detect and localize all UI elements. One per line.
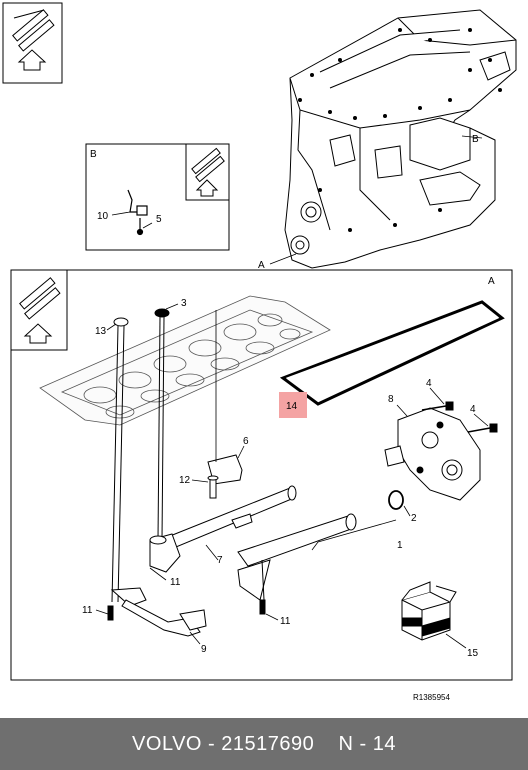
gasket-strip-icon bbox=[191, 147, 225, 183]
callout-13: 13 bbox=[95, 326, 107, 337]
bracket-part-9 bbox=[110, 587, 207, 637]
detail-box-topleft bbox=[2, 2, 63, 84]
view-b-pointer: B bbox=[472, 134, 479, 145]
footer-spacer bbox=[314, 733, 338, 756]
arrow-up-icon bbox=[23, 323, 53, 344]
bolt-part-4-a bbox=[421, 401, 454, 411]
sensor-part-10 bbox=[127, 189, 148, 236]
box-part-15 bbox=[401, 581, 457, 641]
gasket-strip-icon bbox=[19, 277, 61, 320]
oil-pump-part-8 bbox=[384, 407, 481, 501]
footer-position: N - 14 bbox=[338, 732, 396, 755]
arrow-up-icon bbox=[17, 49, 47, 71]
dipstick-tube-part-13 bbox=[111, 317, 129, 603]
seal-part-3 bbox=[154, 308, 170, 541]
arrow-up-icon bbox=[195, 179, 219, 197]
bolt-part-11-b bbox=[107, 605, 114, 621]
callout-4-a: 4 bbox=[426, 378, 432, 389]
callout-4-b: 4 bbox=[470, 404, 476, 415]
callout-2: 2 bbox=[411, 513, 417, 524]
footer-bar: VOLVO - 21517690 N - 14 bbox=[0, 718, 528, 770]
engine-block-illustration bbox=[284, 9, 517, 269]
callout-11-c: 11 bbox=[280, 616, 291, 627]
callout-6: 6 bbox=[243, 436, 249, 447]
callout-5: 5 bbox=[156, 214, 162, 225]
callout-11-a: 11 bbox=[170, 577, 181, 588]
callout-11-b: 11 bbox=[82, 605, 93, 616]
callout-12: 12 bbox=[179, 475, 191, 486]
callout-14: 14 bbox=[286, 401, 298, 412]
callout-10: 10 bbox=[97, 211, 109, 222]
parts-diagram: B 10 5 bbox=[2, 2, 517, 702]
footer-brand: VOLVO bbox=[132, 732, 202, 755]
callout-15: 15 bbox=[467, 648, 479, 659]
callout-1: 1 bbox=[397, 540, 403, 551]
callout-8: 8 bbox=[388, 394, 394, 405]
callout-9: 9 bbox=[201, 644, 207, 655]
detail-b-letter: B bbox=[90, 149, 97, 160]
o-ring-part-2 bbox=[388, 490, 404, 510]
gasket-strip-icon bbox=[12, 9, 55, 52]
bolt-part-4-b bbox=[467, 423, 498, 433]
callout-3: 3 bbox=[181, 298, 187, 309]
highlight-box bbox=[279, 392, 307, 418]
reference-code: R1385954 bbox=[413, 693, 450, 702]
callout-7: 7 bbox=[217, 555, 223, 566]
oil-pan-frame bbox=[39, 295, 331, 426]
detail-box-b: B 10 5 bbox=[85, 143, 230, 251]
bolt-part-11-c bbox=[259, 599, 266, 615]
detail-a-letter: A bbox=[488, 276, 495, 287]
footer-part-number: 21517690 bbox=[221, 732, 315, 755]
view-a-pointer: A bbox=[258, 260, 265, 271]
suction-pipe-part-7 bbox=[149, 485, 297, 573]
bolt-part-12 bbox=[207, 475, 219, 499]
footer-separator: - bbox=[201, 732, 222, 755]
